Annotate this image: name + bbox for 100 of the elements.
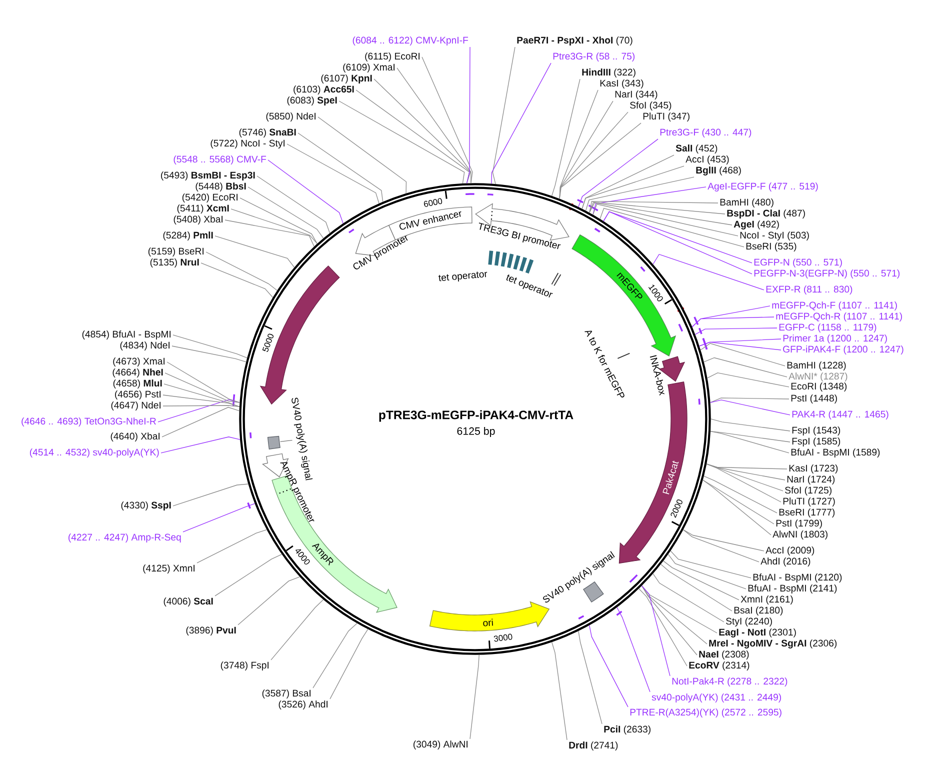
leader-line	[682, 529, 760, 562]
site-label: (3049) AlwNI	[414, 740, 468, 750]
primer-label: EXFP-R (811 .. 830)	[766, 286, 852, 294]
site-label: (5408) XbaI	[174, 216, 222, 224]
site-label: MreI - NgoMIV - SgrAI (2306)	[709, 639, 837, 648]
site-label: (4673) XmaI	[113, 358, 164, 366]
leader-line	[589, 201, 718, 214]
leader-line	[578, 630, 602, 724]
leader-line	[318, 116, 407, 194]
leader-line	[238, 576, 300, 626]
site-label: PaeR7I - PspXI - XhoI (70)	[517, 36, 632, 46]
site-label: EagI - NotI (2301)	[719, 628, 796, 638]
site-label: (4640) XbaI	[110, 432, 160, 442]
leader-line	[200, 262, 274, 298]
site-label: PstI (1448)	[791, 394, 837, 404]
site-label: BspDI - ClaI (487)	[727, 210, 805, 218]
leader-line	[699, 342, 782, 350]
site-label: (5420) EcoRI	[182, 194, 238, 202]
site-label: (6083) SpeI	[287, 96, 337, 106]
leader-line	[704, 476, 778, 514]
site-label: NarI (344)	[615, 90, 658, 100]
site-label: BfuAI - BspMI (2120)	[753, 574, 842, 582]
leader-line	[551, 642, 568, 740]
site-label: (4647) NdeI	[111, 402, 160, 410]
primer-label: PAK4-R (1447 .. 1465)	[792, 410, 888, 420]
leader-line	[214, 236, 295, 268]
leader-line	[578, 138, 658, 208]
site-label: BfuAI - BspMI (2141)	[748, 584, 837, 594]
leader-line	[668, 554, 746, 590]
leader-line	[164, 372, 240, 403]
primer-label: AgeI-EGFP-F (477 .. 519)	[708, 182, 818, 192]
node-label: tet operator	[438, 272, 488, 282]
site-label: EcoRI (1348)	[791, 382, 847, 392]
primer-label: NotI-Pak4-R (2278 .. 2322)	[672, 678, 788, 686]
leader-line	[162, 394, 240, 407]
site-label: XmnI (2161)	[740, 596, 793, 604]
site-label: (6107) KpnI	[321, 74, 372, 84]
leader-line	[312, 622, 358, 688]
feature-band: TRE3G BI promoter	[475, 203, 570, 250]
leader-line	[710, 418, 790, 432]
site-label: (3587) BsaI	[262, 690, 310, 698]
leader-line	[682, 529, 764, 552]
leader-line	[196, 529, 268, 564]
site-label: AhdI (2016)	[760, 558, 810, 566]
site-label: FspI (1543)	[792, 426, 840, 436]
site-label: (4664) NheI	[112, 368, 163, 378]
feature-band: ori	[429, 601, 550, 632]
leader-line	[706, 464, 784, 492]
leader-line	[641, 585, 670, 676]
leader-line	[702, 480, 772, 536]
primer-label: PTRE-R(A3254)(YK) (2572 .. 2595)	[630, 708, 782, 718]
scale-label: 6000	[424, 198, 442, 207]
leader-line	[206, 252, 278, 291]
primer-label: mEGFP-Qch-F (1107 .. 1141)	[772, 302, 897, 310]
size-label: 6125 bp	[457, 427, 495, 437]
leader-line	[700, 343, 786, 366]
site-label: (5411) XcmI	[177, 204, 229, 214]
leader-line	[270, 599, 324, 660]
site-label: PstI (1799)	[776, 520, 822, 528]
leader-line	[422, 56, 473, 184]
leader-line	[162, 406, 240, 438]
site-label: PluTI (1727)	[783, 498, 835, 506]
site-label: BglII (468)	[696, 166, 741, 176]
site-label: (5448) BbsI	[196, 182, 246, 192]
site-label: KasI (1723)	[789, 464, 838, 474]
site-label: (4330) SspI	[121, 502, 171, 510]
leader-line	[256, 176, 330, 234]
site-label: (5746) SnaBI	[239, 128, 296, 138]
leader-line	[396, 68, 472, 184]
site-label: (4006) ScaI	[164, 598, 213, 606]
leader-line	[710, 400, 790, 416]
site-label: (5135) NruI	[150, 258, 199, 268]
leader-line	[589, 202, 726, 214]
site-label: (6103) Acc65I	[294, 86, 354, 94]
scale-label: 5000	[262, 334, 274, 352]
leader-line	[589, 202, 732, 226]
leader-line	[298, 132, 384, 202]
leader-line	[470, 654, 480, 740]
site-label: PciI (2633)	[604, 726, 650, 734]
site-label: HindIII (322)	[582, 68, 636, 78]
leader-line	[582, 166, 684, 210]
site-label: BamHI (1228)	[787, 362, 846, 370]
site-label: EcoRV (2314)	[689, 662, 750, 670]
leader-line	[559, 122, 642, 200]
leader-line	[585, 176, 694, 212]
site-label: BsaI (2180)	[734, 606, 783, 616]
primer-label: PEGFP-N-3(EGFP-N) (550 .. 571)	[754, 270, 900, 278]
leader-line	[160, 436, 240, 454]
leader-line	[268, 160, 344, 224]
scale-label: 2000	[670, 499, 682, 518]
leader-line	[706, 464, 782, 502]
leader-line	[224, 220, 314, 247]
site-label: BamHI (480)	[720, 198, 774, 208]
primer-label: EGFP-N (550 .. 571)	[754, 258, 842, 268]
leader-line	[663, 560, 740, 600]
primer-label: (6084 .. 6122) CMV-KpnI-F	[352, 36, 468, 46]
primer-label: Ptre3G-F (430 .. 447)	[660, 128, 752, 138]
leader-line	[172, 346, 246, 362]
leader-line	[248, 186, 324, 239]
leader-line	[660, 564, 732, 612]
